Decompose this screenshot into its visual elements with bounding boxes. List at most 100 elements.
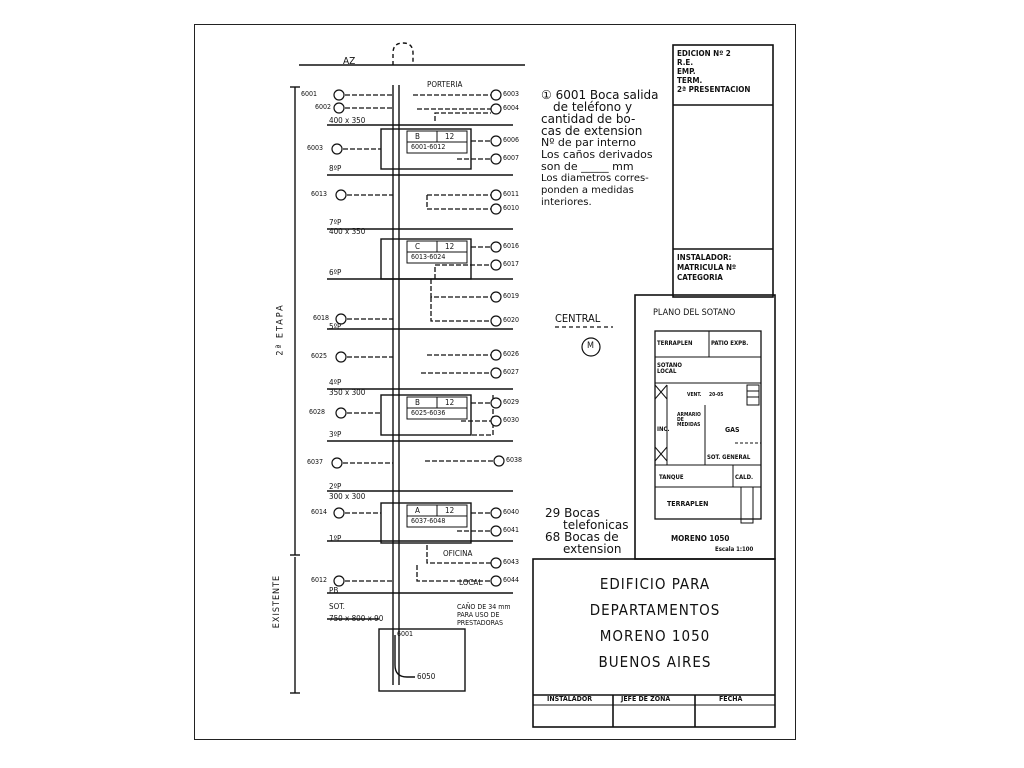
local-label: LOCAL <box>459 578 483 587</box>
outlet-marker <box>490 415 502 427</box>
outlet-code: 6037 <box>307 458 324 466</box>
riser-box-4 <box>380 502 472 544</box>
outlet-marker <box>335 407 347 419</box>
outlet-code: 6029 <box>503 398 520 406</box>
outlet-code: 6041 <box>503 526 520 534</box>
outlet-code: 6038 <box>506 456 523 464</box>
box-size-label: 300 x 300 <box>329 492 366 501</box>
basement-box-top: 6001 <box>397 630 414 638</box>
central-label: CENTRAL <box>555 312 601 325</box>
stage-label-upper: 2ª ETAPA <box>275 303 286 356</box>
oficina-label: OFICINA <box>443 549 473 558</box>
floor-label: 8ºP <box>329 164 342 173</box>
plan-cell-label: PATIO EXPB. <box>711 340 749 347</box>
outlet-code: 6025 <box>311 352 328 360</box>
outlet-code: 6010 <box>503 204 520 212</box>
central-symbol: M <box>587 341 594 351</box>
outlet-marker <box>490 153 502 165</box>
riser-box-3 <box>380 394 472 436</box>
outlet-code: 6012 <box>311 576 328 584</box>
outlet-code: 6011 <box>503 190 520 198</box>
outlet-marker <box>490 103 502 115</box>
outlet-marker <box>333 102 345 114</box>
plan-cell-label: INC. <box>657 426 670 433</box>
outlet-marker <box>493 455 505 467</box>
outlet-code: 6013 <box>311 190 328 198</box>
basement-plan-scale: Escala 1:100 <box>715 546 754 553</box>
box-pairs: 12 <box>445 506 455 515</box>
plan-cell-label: TANQUE <box>659 474 684 481</box>
plan-cell-label: TERRAPLEN <box>667 500 709 508</box>
outlet-code: 6004 <box>503 104 520 112</box>
floor-label: 7ºP <box>329 218 342 227</box>
title-block-text: EDIFICIO PARA DEPARTAMENTOS MORENO 1050 … <box>539 571 771 675</box>
stage-label-lower: EXISTENTE <box>272 574 283 629</box>
outlet-code: 6028 <box>309 408 326 416</box>
outlet-marker <box>490 189 502 201</box>
box-range: 6025-6036 <box>411 409 446 417</box>
outlet-marker <box>490 135 502 147</box>
box-type: B <box>415 132 420 141</box>
header-frame <box>672 44 774 298</box>
outlet-marker <box>490 241 502 253</box>
floor-label: SOT. <box>329 602 345 611</box>
box-size-label: 350 x 300 <box>329 388 366 397</box>
outlet-marker <box>331 143 343 155</box>
outlet-marker <box>490 525 502 537</box>
box-type: B <box>415 398 420 407</box>
cano-note: CAÑO DE 34 mm PARA USO DE PRESTADORAS <box>457 603 511 627</box>
outlet-marker <box>335 189 347 201</box>
outlet-code: 6019 <box>503 292 520 300</box>
footer-date: FECHA <box>719 695 743 703</box>
basement-box <box>378 628 466 692</box>
footer-installer: INSTALADOR <box>547 695 593 703</box>
riser-top-loop <box>392 42 414 65</box>
basement-box-size: 750 x 800 x 90 <box>329 614 384 623</box>
riser-box-2 <box>380 238 472 280</box>
floor-label: 3ºP <box>329 430 342 439</box>
outlet-marker <box>490 203 502 215</box>
outlet-marker <box>490 89 502 101</box>
outlet-marker <box>331 457 343 469</box>
floor-label: 5ºP <box>329 322 342 331</box>
outlet-code: 6040 <box>503 508 520 516</box>
box-type: C <box>415 242 421 251</box>
outlet-marker <box>333 575 345 587</box>
drawing-sheet: AZ PORTERIA 400 x 350 B 12 6001-6012 400… <box>194 24 796 740</box>
basement-box-bottom: 6050 <box>417 672 436 681</box>
floor-label: 1ºP <box>329 534 342 543</box>
box-pairs: 12 <box>445 132 455 141</box>
outlet-code: 6018 <box>313 314 330 322</box>
plan-cell-label: SOT. GENERAL <box>707 454 751 461</box>
top-floor-label: AZ <box>343 56 356 67</box>
floor-label: 6ºP <box>329 268 342 277</box>
summary-note: 29 Bocas telefonicas 68 Bocas de extensi… <box>545 506 629 556</box>
plan-cell-label: ARMARIO DE MEDIDAS <box>677 412 701 428</box>
outlet-code: 6003 <box>307 144 324 152</box>
box-range: 6037-6048 <box>411 517 446 525</box>
floor-label: PB <box>329 586 339 595</box>
outlet-marker <box>490 367 502 379</box>
outlet-code: 6020 <box>503 316 520 324</box>
outlet-code: 6043 <box>503 558 520 566</box>
outlet-code: 6006 <box>503 136 520 144</box>
footer-zone-chief: JEFE DE ZONA <box>621 695 671 703</box>
outlet-code: 6001 <box>301 90 318 98</box>
plan-cell-label: 20-05 <box>709 392 724 398</box>
outlet-code: 6014 <box>311 508 328 516</box>
central-symbol-circle <box>581 337 601 357</box>
box-size-label: 400 x 350 <box>329 227 366 236</box>
outlet-marker <box>490 557 502 569</box>
plan-cell-label: TERRAPLEN <box>657 340 693 347</box>
outlet-code: 6016 <box>503 242 520 250</box>
outlet-code: 6027 <box>503 368 520 376</box>
outlet-code: 6007 <box>503 154 520 162</box>
outlet-code: 6017 <box>503 260 520 268</box>
outlet-marker <box>333 507 345 519</box>
outlet-marker <box>490 397 502 409</box>
floor-label: 2ºP <box>329 482 342 491</box>
box-pairs: 12 <box>445 398 455 407</box>
outlet-marker <box>490 315 502 327</box>
floor-label: 4ºP <box>329 378 342 387</box>
porteria-label: PORTERIA <box>427 80 463 89</box>
